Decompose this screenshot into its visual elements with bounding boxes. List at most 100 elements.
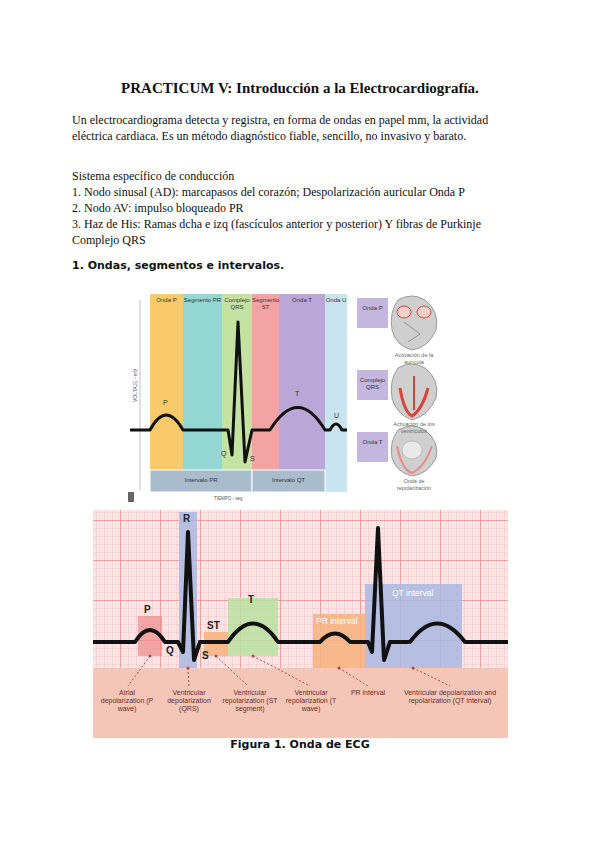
segment-label: ST <box>207 620 220 631</box>
node-text: Onda T <box>357 439 388 446</box>
node-text: Complejo QRS <box>357 377 388 391</box>
bottom-label: Ventricular depolarization (QRS) <box>160 689 218 713</box>
ecg-figure-a <box>128 278 446 506</box>
ecg-rect <box>128 492 134 502</box>
heart-caption: Activación de la aurícula <box>388 352 440 365</box>
ecg-rect <box>252 294 279 492</box>
wave-letter: S <box>250 455 255 462</box>
ecg-rect <box>150 470 252 492</box>
node-text: Onda T <box>279 297 325 304</box>
wave-letter: Q <box>166 645 174 656</box>
wave-letter: S <box>202 650 209 661</box>
ecg-rect <box>357 370 388 400</box>
ecg-g <box>128 656 450 686</box>
ecg-figure-b <box>93 510 508 738</box>
ecg-rect <box>228 598 278 656</box>
ecg-circle <box>412 667 415 670</box>
heart-ventricles <box>391 364 437 420</box>
wave-letter: P <box>144 604 151 615</box>
list-item: 2. Nodo AV: impulso bloqueado PR <box>72 200 528 216</box>
segment-band: Segmento ST <box>252 297 279 317</box>
bottom-label: PR interval <box>343 689 393 697</box>
wave-band: Onda P <box>150 297 183 317</box>
bottom-label: Atrial depolarization (P wave) <box>98 689 156 713</box>
intro-paragraph: Un electrocardiograma detecta y registra… <box>72 112 528 144</box>
ecg-rect <box>325 294 347 492</box>
interval-label: QT interval <box>392 588 433 598</box>
wave-tag: Complejo QRS <box>357 372 388 398</box>
page-title: PRACTICUM V: Introducción a la Electroca… <box>0 80 600 97</box>
section-heading: 1. Ondas, segmentos e intervalos. <box>72 259 284 272</box>
ecg-line <box>413 668 450 686</box>
wave-letter: T <box>295 390 299 397</box>
node-text: Segmento ST <box>252 297 279 311</box>
bottom-label: Ventricular repolarization (ST segment) <box>220 689 280 713</box>
wave-band: Onda T <box>279 297 325 317</box>
ecg-rect <box>93 510 508 738</box>
ecg-line <box>216 656 248 686</box>
ecg-line <box>339 668 368 686</box>
interval-band: Intervalo QT <box>252 472 325 490</box>
ecg-path <box>391 296 437 350</box>
interval-band: Intervalo PR <box>150 472 252 490</box>
list-item: 3. Haz de His: Ramas dcha e izq (fascícu… <box>72 216 528 248</box>
ecg-circle <box>215 655 218 658</box>
list-item: 1. Nodo sinusal (AD): marcapasos del cor… <box>72 184 528 200</box>
bottom-label: Ventricular depolarization and repolariz… <box>398 689 502 705</box>
ecg-rect <box>128 278 446 506</box>
wave-letter: R <box>183 513 190 524</box>
ecg-circle <box>149 655 152 658</box>
figure-caption: Figura 1. Onda de ECG <box>0 738 600 751</box>
ecg-rect <box>93 510 508 738</box>
section-text: Sistema específico de conducción <box>72 168 528 184</box>
ecg-rect <box>150 294 183 492</box>
ecg-ellipse <box>402 441 422 459</box>
ecg-line <box>413 376 415 410</box>
ecg-line <box>140 300 141 490</box>
ecg-circle <box>252 655 255 658</box>
ecg-rect <box>183 294 222 492</box>
ecg-line <box>253 656 310 686</box>
node-text: Intervalo QT <box>252 477 325 484</box>
heart-caption: Activación de los ventrículos <box>388 421 440 434</box>
ecg-line <box>128 656 150 686</box>
heart-atria <box>391 296 437 350</box>
ecg-rect <box>357 432 388 462</box>
node-text: Onda U <box>325 297 347 304</box>
axis-label: VOLTAJE - mV <box>132 369 138 402</box>
ecg-rect <box>252 470 325 492</box>
wave-letter: U <box>334 412 339 419</box>
node-text: Complejo QRS <box>222 297 252 311</box>
interval-label: PR interval <box>316 616 358 626</box>
wave-letter: T <box>248 594 254 605</box>
ecg-path <box>93 528 508 660</box>
axis-label: TIEMPO - seg <box>214 496 243 501</box>
ecg-circle <box>187 667 190 670</box>
ecg-rect <box>93 668 508 738</box>
wave-letter: P <box>163 399 168 406</box>
ecg-ellipse <box>397 306 411 318</box>
bottom-label: Ventricular repolarization (T wave) <box>282 689 340 713</box>
ecg-line <box>188 668 189 686</box>
wave-band: Onda U <box>325 297 347 317</box>
ecg-rect <box>279 294 325 492</box>
heart-caption: Onda de repolarización <box>388 478 440 491</box>
wave-tag: Onda P <box>357 300 388 326</box>
ecg-ellipse <box>417 306 431 318</box>
node-text: Segmento PR <box>183 297 222 304</box>
ecg-g <box>149 655 415 670</box>
wave-letter: Q <box>221 450 226 457</box>
node-text: Intervalo PR <box>150 477 252 484</box>
segment-band: Segmento PR <box>183 297 222 317</box>
ecg-rect <box>357 298 388 328</box>
ecg-circle <box>338 667 341 670</box>
ecg-path <box>130 322 347 462</box>
node-text: Onda P <box>150 297 183 304</box>
complex-band: Complejo QRS <box>222 297 252 317</box>
node-text: Onda P <box>357 305 388 312</box>
wave-tag: Onda T <box>357 434 388 460</box>
ecg-path <box>404 322 420 342</box>
ecg-path <box>391 364 437 420</box>
